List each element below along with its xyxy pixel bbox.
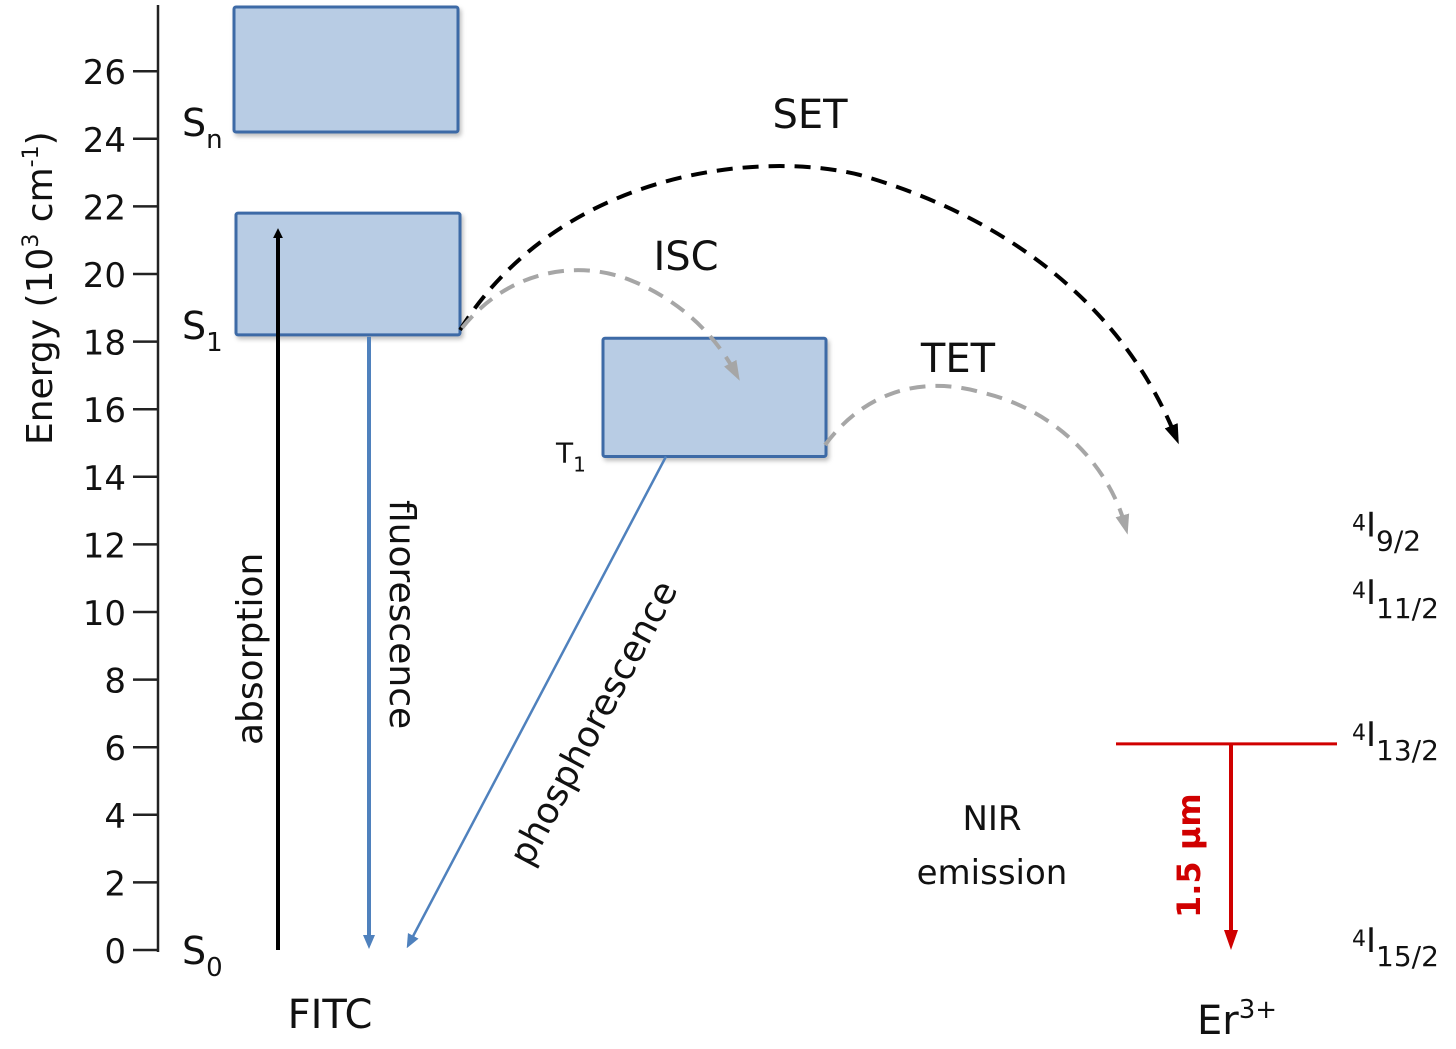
state-label-s0: S0 [182, 929, 223, 983]
axis-tick-label: 4 [104, 797, 126, 837]
phosphorescence-label: phosphorescence [502, 574, 686, 872]
phosphorescence-arrow [406, 455, 668, 949]
term-symbol: I [1366, 573, 1376, 613]
axis-label-unit-sup: -1 [19, 145, 44, 167]
axis-tick-label: 16 [83, 391, 126, 431]
erbium-term-label: 4I13/2 [1352, 715, 1439, 767]
erbium-label-base: Er [1197, 998, 1239, 1044]
state-label-s0-base: S [182, 929, 206, 973]
erbium-label: Er3+ [1197, 995, 1277, 1044]
term-symbol: I [1366, 715, 1376, 755]
erbium-label-sup: 3+ [1239, 995, 1277, 1025]
axis-label-close: ) [20, 131, 61, 145]
state-box-t1 [601, 336, 828, 459]
term-j: 15/2 [1376, 940, 1439, 973]
axis-tick-label: 26 [83, 53, 126, 93]
isc-label: ISC [653, 234, 718, 280]
axis-label-sup: 3 [19, 234, 44, 248]
axis-label-main: Energy (10 [20, 248, 61, 445]
absorption-label: absorption [230, 553, 271, 745]
axis-tick-label: 6 [104, 729, 126, 769]
axis-tick-label: 22 [83, 188, 126, 228]
nir-emission-label-line1: NIR [962, 799, 1021, 839]
axis-tick-label: 12 [83, 526, 126, 566]
erbium-term-label: 4I9/2 [1352, 505, 1421, 557]
tet-arrow [823, 383, 1130, 535]
axis-tick-label: 2 [104, 864, 126, 904]
wavelength-label: 1.5 µm [1170, 793, 1208, 918]
axis-tick-label: 8 [104, 662, 126, 702]
term-j: 9/2 [1376, 524, 1421, 557]
axis-tick-label: 24 [83, 121, 126, 161]
state-label-t1-sub: 1 [573, 453, 586, 477]
state-label-sn-base: S [182, 101, 206, 145]
term-multiplicity: 4 [1352, 579, 1366, 604]
state-label-s1-base: S [182, 304, 206, 348]
set-arrow [458, 164, 1179, 445]
state-box-sn [232, 5, 460, 134]
term-multiplicity: 4 [1352, 927, 1366, 952]
term-symbol: I [1366, 505, 1376, 545]
axis-tick-label: 10 [83, 594, 126, 634]
term-j: 11/2 [1376, 592, 1439, 625]
axis-tick-label: 20 [83, 256, 126, 296]
axis-tick-label: 14 [83, 459, 126, 499]
state-label-s1: S1 [182, 304, 223, 358]
state-label-sn-sub: n [206, 125, 222, 155]
fitc-states: Sn S1 T1 S0 FITC [182, 5, 828, 1038]
state-box-s1 [234, 211, 462, 337]
state-label-t1-base: T [555, 437, 574, 470]
erbium-term-label: 4I15/2 [1352, 921, 1439, 973]
erbium-term-label: 4I11/2 [1352, 573, 1439, 625]
fluorescence-label: fluorescence [381, 500, 422, 729]
set-label: SET [772, 92, 848, 138]
state-label-s0-sub: 0 [206, 953, 223, 983]
axis-tick-label: 18 [83, 324, 126, 364]
term-j: 13/2 [1376, 734, 1439, 767]
axis-label: Energy (103 cm-1) [19, 131, 61, 445]
term-symbol: I [1366, 921, 1376, 961]
tet-label: TET [920, 336, 996, 382]
state-label-sn: Sn [182, 101, 223, 155]
axis-label-unit: cm [20, 167, 61, 233]
term-multiplicity: 4 [1352, 511, 1366, 536]
isc-arrow [460, 268, 740, 381]
state-label-t1: T1 [555, 437, 586, 477]
term-multiplicity: 4 [1352, 721, 1366, 746]
state-label-s1-sub: 1 [206, 328, 223, 358]
nir-emission-label-line2: emission [917, 853, 1068, 893]
fitc-label: FITC [288, 992, 373, 1038]
axis-tick-label: 0 [104, 932, 126, 972]
